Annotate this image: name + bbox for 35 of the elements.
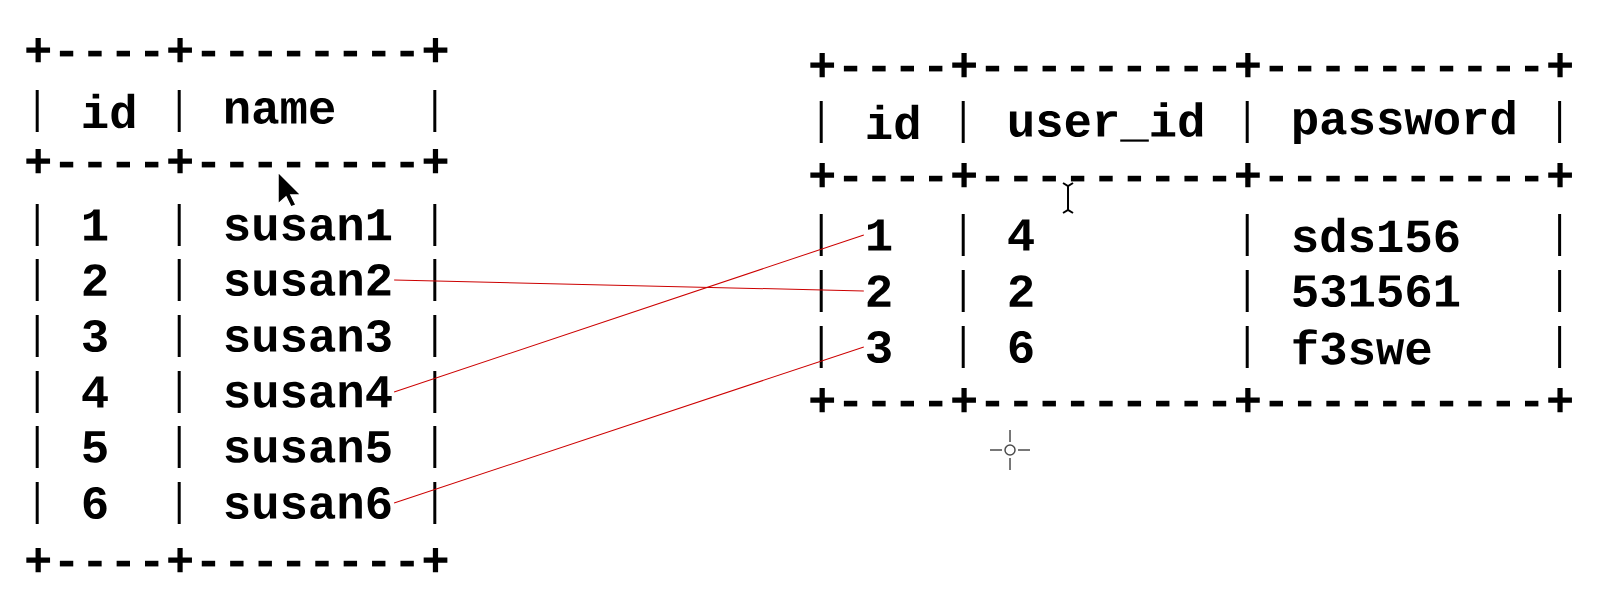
table-border-text: +----+--------+ xyxy=(26,149,448,174)
table-cell-text: 6 xyxy=(1009,330,1033,364)
table-cell-text: 3 xyxy=(866,330,891,364)
table-cell-text: 1 xyxy=(868,219,892,251)
table-border-text: +----+---------+----------+ xyxy=(810,388,1572,413)
table-cell-text: susan5 xyxy=(225,431,391,463)
table-cell-text: susan4 xyxy=(225,376,392,408)
table-cell-text: 4 xyxy=(82,376,108,408)
column-header: password xyxy=(1294,99,1515,145)
table-border-text: +----+---------+----------+ xyxy=(810,53,1572,78)
table-cell-text: 2 xyxy=(1009,275,1033,307)
table-cell-text: susan2 xyxy=(225,263,391,297)
table-border-text: +----+--------+ xyxy=(26,38,448,63)
connector-line xyxy=(393,279,865,292)
table-cell-text: f3swe xyxy=(1293,329,1431,365)
table-cell-text: 4 xyxy=(1008,219,1034,251)
table-cell-text: 5 xyxy=(83,431,107,463)
column-header: id xyxy=(83,93,135,129)
table-cell-text: 531561 xyxy=(1293,274,1460,308)
table-cell-text: 3 xyxy=(82,319,107,353)
table-cell-text: susan3 xyxy=(225,319,391,353)
connector-line xyxy=(393,346,865,504)
column-header: name xyxy=(225,98,335,124)
connector-line xyxy=(393,234,865,393)
table-cell-text: susan1 xyxy=(225,209,392,241)
table-cell-text: sds156 xyxy=(1293,217,1459,253)
table-cell-text: 2 xyxy=(867,275,891,307)
column-header: id xyxy=(867,104,919,140)
table-cell-text: susan6 xyxy=(225,486,391,520)
table-border-text: +----+--------+ xyxy=(26,548,448,573)
table-cell-text: 2 xyxy=(83,264,107,296)
table-cell-text: 6 xyxy=(83,486,107,520)
column-header: user_id xyxy=(1009,102,1203,142)
table-cell-text: 1 xyxy=(84,209,108,241)
table-border-text: +----+---------+----------+ xyxy=(810,163,1572,188)
